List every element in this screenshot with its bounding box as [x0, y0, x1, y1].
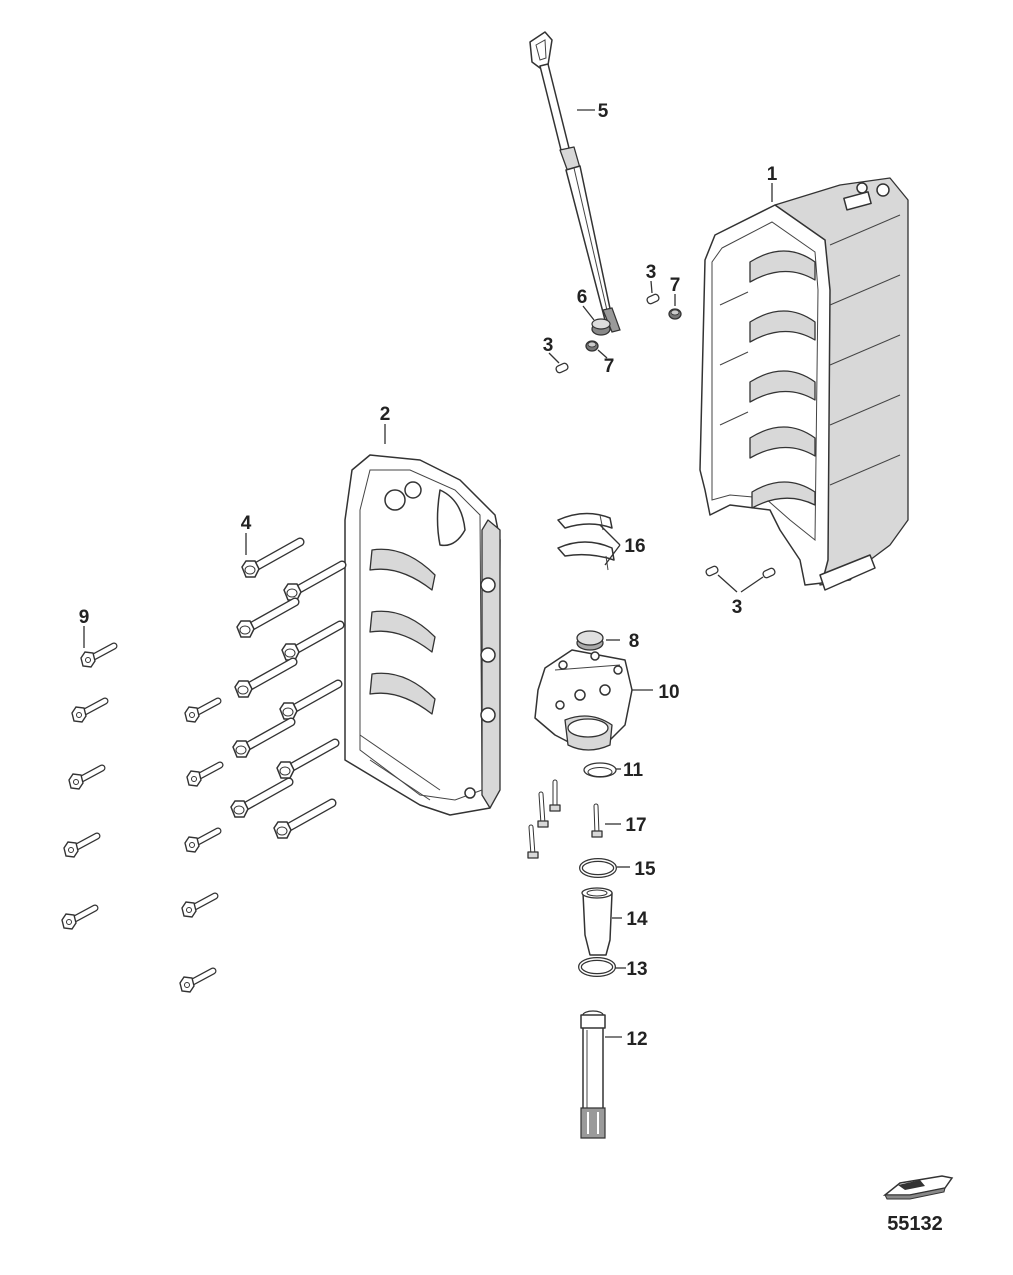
- leader-line: [650, 280, 653, 294]
- oil-pump-housing: [534, 649, 633, 751]
- bolt-short: [185, 831, 218, 852]
- dowel-pin: [645, 292, 661, 306]
- bolt-short: [64, 836, 97, 857]
- callout-12: 12: [626, 1029, 647, 1050]
- callout-5: 5: [598, 101, 609, 122]
- bolt-long: [280, 684, 338, 719]
- callout-7: 7: [670, 275, 681, 296]
- bolt-short: [187, 765, 220, 786]
- callout-14: 14: [626, 909, 648, 930]
- callout-1: 1: [767, 164, 778, 185]
- bolt-short: [182, 896, 215, 917]
- hose-clamp-lower: [578, 957, 616, 977]
- figure-number: 55132: [887, 1213, 943, 1235]
- leader-line: [604, 544, 621, 566]
- dipstick: [529, 31, 621, 333]
- bolt-long: [277, 743, 335, 778]
- hose: [581, 887, 613, 956]
- callout-4: 4: [241, 513, 252, 534]
- bolt-short: [185, 701, 218, 722]
- cylinder-block: [699, 177, 909, 591]
- bolt-long: [237, 602, 295, 637]
- callout-8: 8: [629, 631, 640, 652]
- callout-10: 10: [658, 682, 679, 703]
- callout-2: 2: [380, 404, 391, 425]
- callout-3: 3: [543, 335, 554, 356]
- callout-3: 3: [646, 262, 657, 283]
- cap: [576, 630, 604, 651]
- bolt-long: [274, 803, 332, 838]
- callout-11: 11: [623, 760, 644, 781]
- dowel-pin: [704, 564, 720, 578]
- leader-line: [599, 524, 621, 546]
- callout-3: 3: [732, 597, 743, 618]
- leader-line: [548, 352, 560, 364]
- bolt-short: [62, 908, 95, 929]
- callout-17: 17: [625, 815, 646, 836]
- callout-16: 16: [624, 536, 645, 557]
- crankcase-cover: [344, 454, 501, 816]
- nut: [668, 308, 682, 320]
- callout-9: 9: [79, 607, 90, 628]
- dipstick-seal: [591, 318, 611, 336]
- bolt-long: [233, 722, 291, 757]
- dowel-pin: [761, 566, 777, 580]
- bolt-long: [231, 782, 289, 817]
- boat-icon: [882, 1175, 954, 1200]
- callout-15: 15: [634, 859, 656, 880]
- nut: [585, 340, 599, 352]
- bolt-short: [72, 701, 105, 722]
- bolt-short: [69, 768, 102, 789]
- callout-6: 6: [577, 287, 588, 308]
- bolt-short: [180, 971, 213, 992]
- thrust-washers: [557, 512, 615, 571]
- leader-line: [597, 349, 608, 359]
- bolt-long: [235, 662, 293, 697]
- bolt-long: [242, 542, 300, 577]
- hose-clamp-upper: [579, 858, 617, 878]
- bolt-short: [81, 646, 114, 667]
- dowel-pin: [554, 361, 570, 375]
- screws: [527, 779, 603, 859]
- seal-ring: [583, 762, 617, 778]
- leader-line: [740, 576, 764, 593]
- leader-line: [582, 305, 595, 321]
- callout-13: 13: [626, 959, 647, 980]
- bolt-long: [282, 625, 340, 660]
- bolt-long: [284, 565, 342, 600]
- leader-line: [717, 574, 738, 593]
- callout-7: 7: [604, 356, 615, 377]
- pickup-tube: [580, 1010, 606, 1139]
